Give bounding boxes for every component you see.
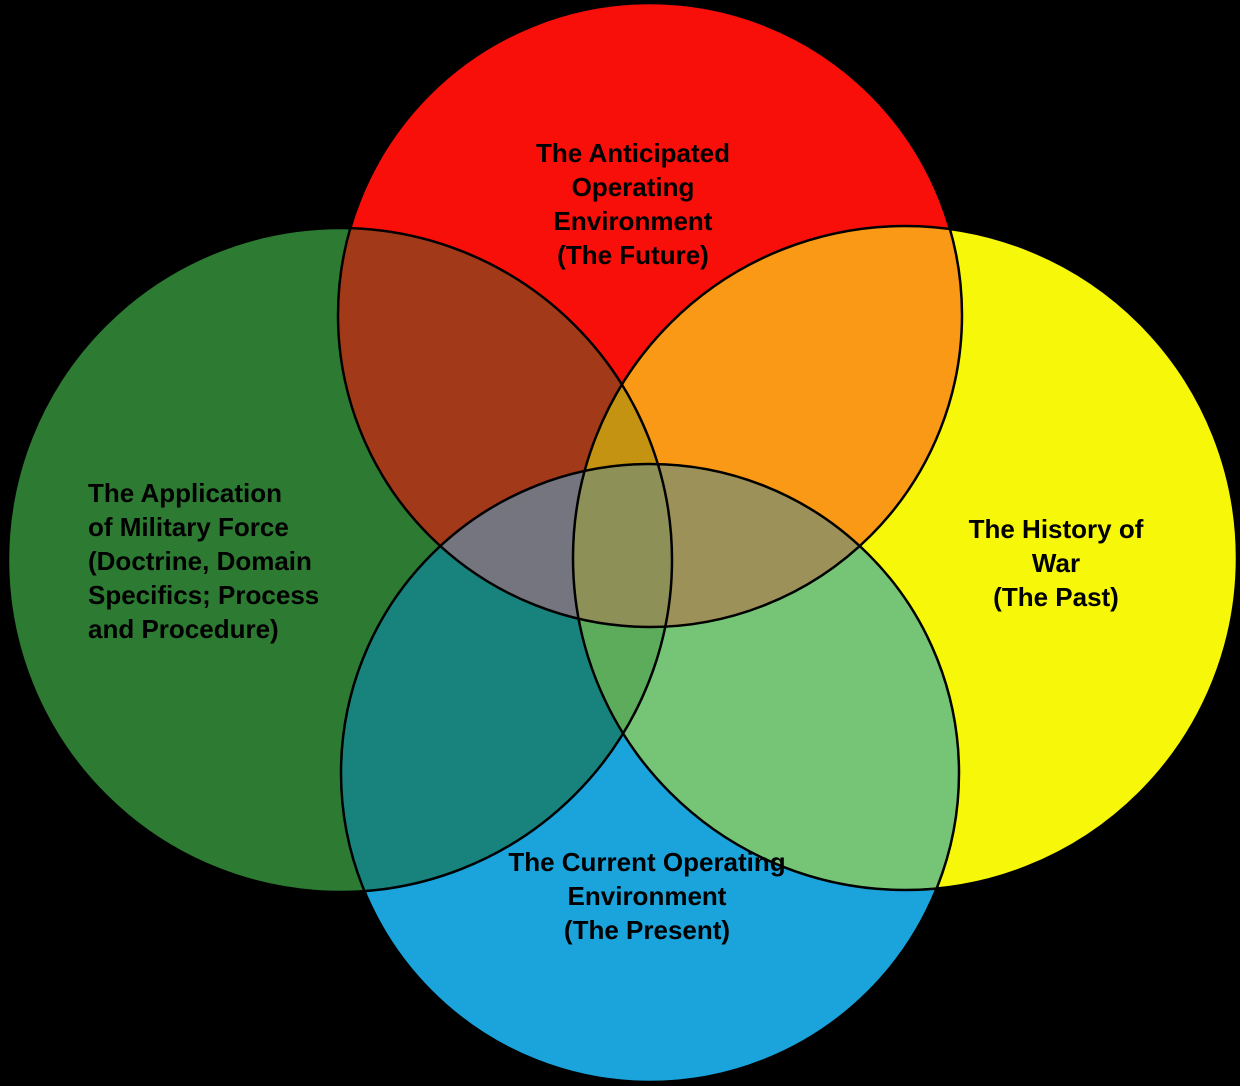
- circle-application-outline: [6, 226, 674, 894]
- label-application-of-military-force: The Application of Military Force (Doctr…: [88, 478, 320, 644]
- circle-future-outline: [336, 1, 964, 629]
- label-history-of-war: The History of War (The Past): [968, 514, 1144, 612]
- label-anticipated-operating-environment: The Anticipated Operating Environment (T…: [535, 138, 731, 270]
- circle-current-outline: [339, 462, 961, 1084]
- label-current-operating-environment: The Current Operating Environment (The P…: [508, 847, 786, 945]
- circle-history-outline: [571, 224, 1239, 892]
